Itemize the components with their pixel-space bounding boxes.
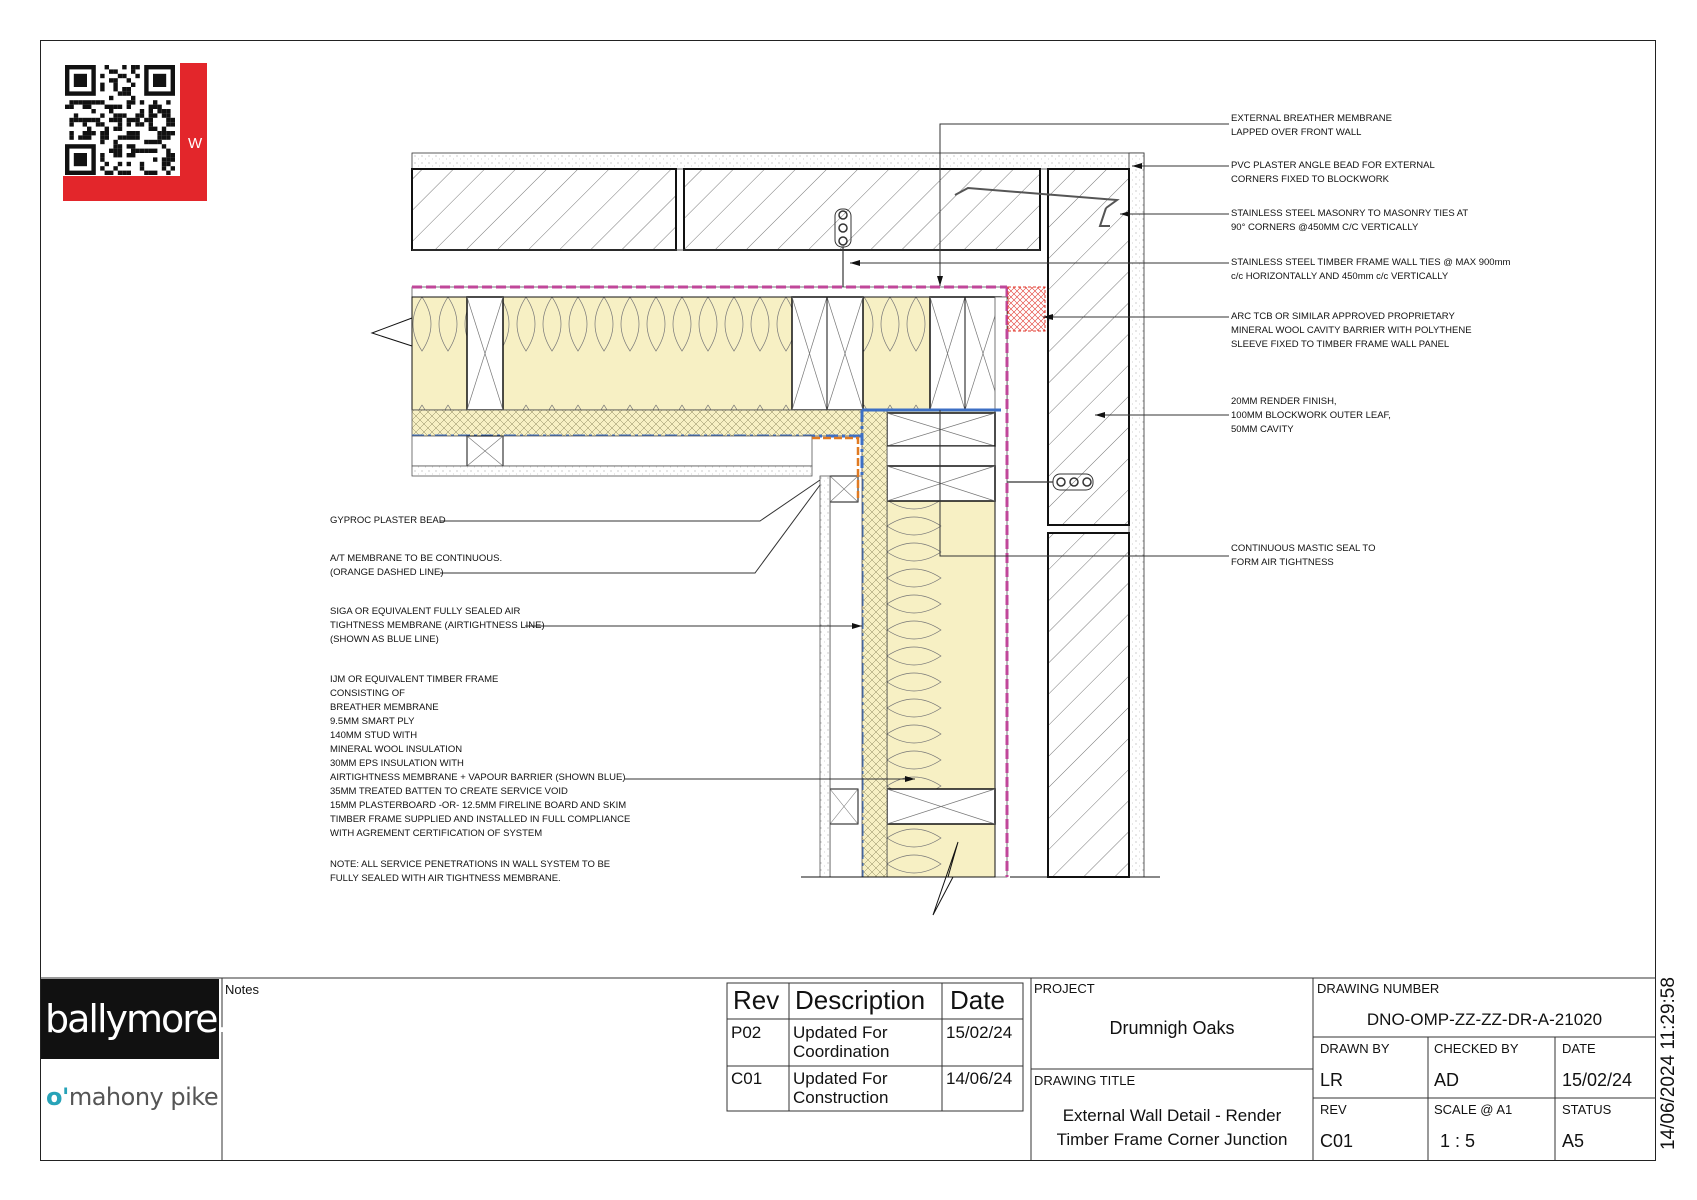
- drawing-number-label: DRAWING NUMBER: [1317, 981, 1440, 996]
- annotation-timber-frame-spec: IJM OR EQUIVALENT TIMBER FRAME CONSISTIN…: [330, 674, 631, 839]
- rev-header-date: Date: [950, 985, 1005, 1015]
- checked-by-value: AD: [1434, 1070, 1460, 1090]
- annotation-cavity-barrier: ARC TCB OR SIMILAR APPROVED PROPRIETARY …: [1231, 311, 1472, 350]
- rev-value: C01: [1320, 1131, 1354, 1151]
- annotation-masonry-ties: STAINLESS STEEL MASONRY TO MASONRY TIES …: [1231, 208, 1469, 233]
- notes-label: Notes: [225, 982, 259, 997]
- scale-value: 1 : 5: [1440, 1131, 1476, 1151]
- project-name: Drumnigh Oaks: [1109, 1018, 1235, 1038]
- architect-logo: o'mahony pike: [46, 1083, 219, 1111]
- date-label: DATE: [1562, 1041, 1596, 1056]
- print-timestamp: 14/06/2024 11:29:58: [1658, 977, 1679, 1150]
- status-value: A5: [1562, 1131, 1585, 1151]
- annotation-gyproc-bead: GYPROC PLASTER BEAD: [330, 515, 446, 526]
- drawing-title-label: DRAWING TITLE: [1034, 1073, 1136, 1088]
- drawing-number: DNO-OMP-ZZ-ZZ-DR-A-21020: [1366, 1010, 1603, 1029]
- rev-row-1-date: 15/02/24: [946, 1023, 1013, 1042]
- rev-header-rev: Rev: [733, 985, 780, 1015]
- client-logo: ballymore.: [41, 979, 229, 1059]
- rev-header-description: Description: [795, 985, 926, 1015]
- rev-row-2-description: Updated For Construction: [793, 1069, 889, 1107]
- annotation-at-membrane: A/T MEMBRANE TO BE CONTINUOUS. (ORANGE D…: [330, 553, 503, 578]
- checked-by-label: CHECKED BY: [1434, 1041, 1519, 1056]
- project-label: PROJECT: [1034, 981, 1095, 996]
- rev-row-1-rev: P02: [731, 1023, 762, 1042]
- architect-logo-mark: o': [46, 1083, 69, 1111]
- scale-label: SCALE @ A1: [1434, 1102, 1513, 1117]
- rev-label: REV: [1320, 1102, 1347, 1117]
- annotation-siga-membrane: SIGA OR EQUIVALENT FULLY SEALED AIR TIGH…: [330, 606, 545, 645]
- drawn-by-value: LR: [1320, 1070, 1344, 1090]
- date-value: 15/02/24: [1562, 1070, 1633, 1090]
- annotation-mastic-seal: CONTINUOUS MASTIC SEAL TO FORM AIR TIGHT…: [1231, 543, 1376, 568]
- architect-logo-text: mahony pike: [68, 1083, 219, 1111]
- rev-row-2-rev: C01: [731, 1069, 763, 1088]
- status-label: STATUS: [1562, 1102, 1612, 1117]
- drawn-by-label: DRAWN BY: [1320, 1041, 1390, 1056]
- rev-row-1-description: Updated For Coordination: [793, 1023, 890, 1061]
- annotation-render-blockwork: 20MM RENDER FINISH, 100MM BLOCKWORK OUTE…: [1231, 396, 1391, 435]
- drawing-title-line2: Timber Frame Corner Junction: [1056, 1130, 1288, 1149]
- qr-code: W: [60, 60, 207, 201]
- annotation-service-penetrations: NOTE: ALL SERVICE PENETRATIONS IN WALL S…: [330, 859, 611, 884]
- annotation-breather-membrane: EXTERNAL BREATHER MEMBRANE LAPPED OVER F…: [1231, 113, 1392, 138]
- annotation-pvc-angle-bead: PVC PLASTER ANGLE BEAD FOR EXTERNAL CORN…: [1231, 160, 1435, 185]
- rev-row-2-date: 14/06/24: [946, 1069, 1013, 1088]
- annotation-timber-frame-ties: STAINLESS STEEL TIMBER FRAME WALL TIES @…: [1231, 257, 1511, 282]
- drawing-title-line1: External Wall Detail - Render: [1062, 1106, 1282, 1125]
- client-logo-text: ballymore.: [45, 997, 229, 1041]
- drawing-sheet-border: [40, 40, 1656, 1161]
- qr-letter: W: [188, 135, 203, 152]
